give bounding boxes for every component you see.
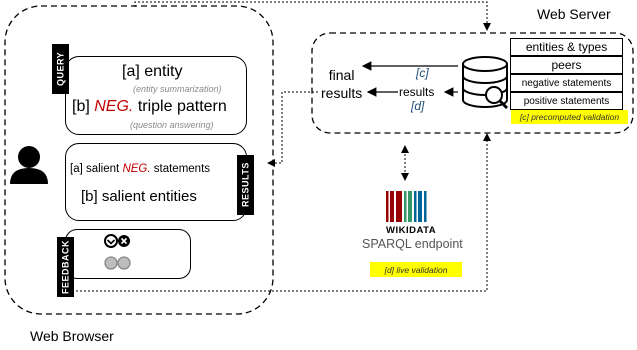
option-right-icon[interactable] [117,256,131,270]
query-box[interactable] [65,56,247,135]
query-item-b[interactable]: [b] NEG. triple pattern [72,98,227,116]
results-item-a-text: statements [153,163,211,175]
d-note: [d] live validation [370,262,462,277]
query-item-b-neg: NEG. [94,98,134,115]
query-item-a-prefix: [a] [122,63,140,80]
side-item-entities-types: entities & types [510,38,623,56]
side-item-positive-statements: positive statements [510,92,623,110]
results-box [65,143,247,221]
query-item-b-text: triple pattern [137,98,227,115]
results-label: results [399,85,435,99]
final-results-line2: results [321,85,363,101]
query-to-server-connector [134,1,491,31]
final-results-label: final results [321,66,362,102]
wikidata-logo-icon [386,191,427,222]
final-results-line1: final [328,67,355,83]
wikidata-name: WIKIDATA [386,225,437,236]
reject-icon[interactable] [118,235,130,247]
results-item-a: [a] salient NEG. statements [70,163,210,175]
accept-icon[interactable] [104,234,118,248]
side-item-peers: peers [510,56,623,74]
query-item-a[interactable]: [a] entity [122,63,183,81]
results-item-a-neg: NEG. [122,163,151,175]
option-left-icon[interactable] [104,256,118,270]
feedback-tab: FEEDBACK [57,237,74,297]
web-server-container [311,32,634,134]
wikidata-endpoint: SPARQL endpoint [362,237,463,251]
d-label: [d] [411,99,425,113]
query-item-a-sub: (entity summarization) [133,84,222,94]
results-item-b: [b] salient entities [81,188,197,205]
query-item-b-sub: (question answering) [130,120,214,130]
user-icon [10,146,48,184]
query-tab: QUERY [52,44,69,94]
query-item-b-prefix: [b] [72,98,90,115]
side-item-negative-statements: negative statements [510,74,623,92]
web-browser-label: Web Browser [30,328,114,344]
c-label: [c] [416,66,429,80]
web-server-label: Web Server [537,6,611,22]
query-item-a-text: entity [144,63,183,80]
results-to-browser-connector [267,91,318,167]
feedback-to-server-connector [76,133,491,292]
results-item-a-prefix: [a] salient [70,163,120,175]
c-note: [c] precomputed validation [511,110,628,124]
database-icon [462,56,509,110]
results-tab: RESULTS [237,155,254,215]
feedback-controls[interactable] [102,233,132,273]
